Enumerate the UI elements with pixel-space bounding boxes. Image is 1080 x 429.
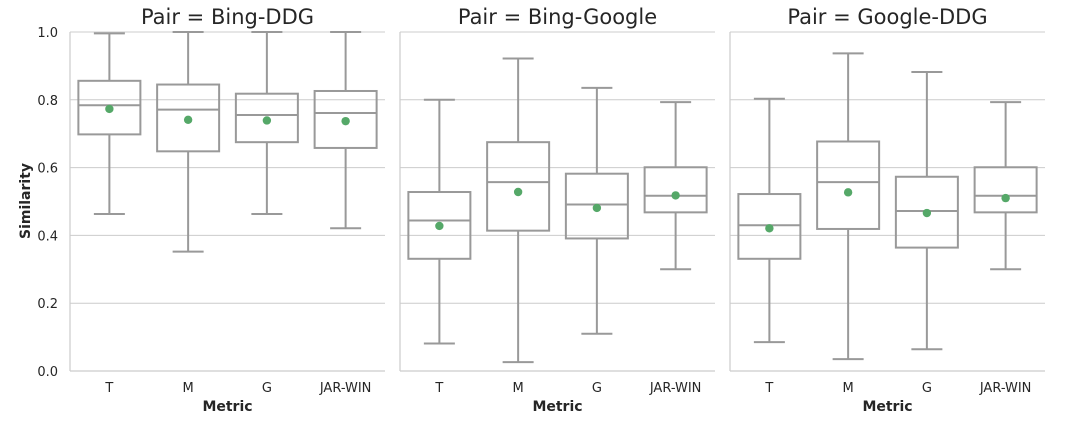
- mean-marker: [341, 116, 350, 126]
- panel-title: Pair = Google-DDG: [787, 5, 987, 29]
- iqr-box: [407, 191, 472, 260]
- iqr-box: [894, 175, 959, 249]
- x-tick-label: T: [434, 381, 443, 396]
- iqr-box: [486, 141, 551, 232]
- panel-title: Pair = Bing-DDG: [141, 5, 314, 29]
- mean-marker: [513, 187, 523, 197]
- y-tick-label: 0.6: [37, 162, 58, 177]
- mean-marker: [671, 191, 680, 200]
- mean-marker: [843, 188, 853, 197]
- x-tick-label: JAR-WIN: [649, 381, 702, 396]
- iqr-box: [643, 166, 708, 214]
- x-tick-label: JAR-WIN: [979, 381, 1032, 396]
- box-m: [486, 57, 551, 364]
- y-tick-label: 1.0: [37, 26, 58, 41]
- mean-marker: [262, 116, 272, 125]
- box-jar-win: [643, 101, 708, 271]
- iqr-box: [77, 79, 142, 136]
- iqr-box: [313, 89, 378, 149]
- box-t: [77, 32, 142, 216]
- mean-marker: [592, 203, 602, 213]
- mean-marker: [1001, 193, 1010, 203]
- x-axis-label: Metric: [862, 399, 912, 415]
- box-t: [737, 97, 802, 344]
- x-tick-label: M: [513, 381, 524, 396]
- iqr-box: [737, 193, 802, 260]
- iqr-box: [156, 83, 221, 153]
- panel-title: Pair = Bing-Google: [458, 5, 657, 29]
- x-tick-label: M: [843, 381, 854, 396]
- mean-marker: [765, 224, 774, 233]
- facet-panel: Pair = Google-DDG Metric T M G JAR-WIN: [729, 5, 1045, 415]
- x-tick-label: G: [592, 381, 602, 396]
- x-axis-label: Metric: [532, 399, 582, 415]
- x-tick-label: G: [922, 381, 932, 396]
- box-jar-win: [973, 101, 1038, 271]
- x-tick-label: T: [764, 381, 773, 396]
- iqr-box: [973, 166, 1038, 214]
- iqr-box: [816, 140, 881, 230]
- iqr-box: [234, 92, 299, 144]
- box-g: [564, 86, 629, 335]
- box-m: [816, 52, 881, 361]
- facet-panel: 0.0 0.2 0.4 0.6 0.8 1.0 Pair = Bing-DDG Metric T…: [37, 5, 385, 415]
- mean-marker: [922, 208, 932, 218]
- x-tick-label: M: [183, 381, 194, 396]
- box-t: [407, 98, 472, 345]
- y-tick-label: 0.8: [37, 94, 58, 109]
- y-tick-label: 0.2: [37, 297, 58, 312]
- box-m: [156, 31, 221, 253]
- mean-marker: [435, 221, 444, 231]
- y-axis-label: Similarity: [18, 163, 34, 239]
- x-tick-label: G: [262, 381, 272, 396]
- box-g: [234, 31, 299, 216]
- y-tick-label: 0.0: [37, 365, 58, 380]
- x-tick-label: T: [104, 381, 113, 396]
- x-tick-label: JAR-WIN: [319, 381, 372, 396]
- x-axis-label: Metric: [202, 399, 252, 415]
- mean-marker: [105, 104, 114, 114]
- box-g: [894, 71, 959, 351]
- y-tick-label: 0.4: [37, 229, 58, 244]
- panels-group: 0.0 0.2 0.4 0.6 0.8 1.0 Pair = Bing-DDG Metric T…: [37, 5, 1045, 415]
- box-jar-win: [313, 31, 378, 230]
- mean-marker: [183, 115, 193, 125]
- iqr-box: [564, 172, 629, 240]
